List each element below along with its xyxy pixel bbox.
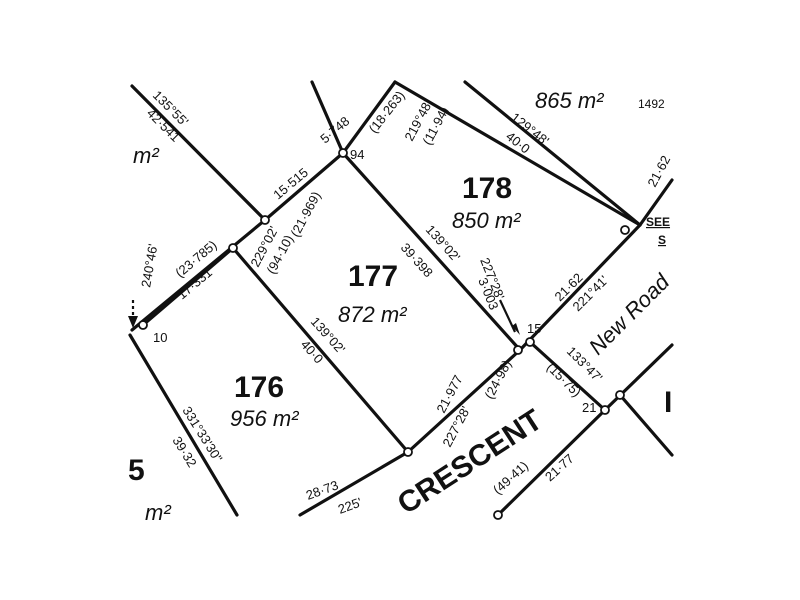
survey-node: [513, 345, 523, 355]
boundary-line: [310, 80, 345, 155]
boundary-line: [618, 393, 674, 457]
lot-area: 872 m²: [338, 302, 407, 327]
boundary-line: [130, 84, 267, 222]
boundary-line: [528, 340, 607, 412]
dimension-label: 240°46': [138, 243, 160, 289]
see-label: SEE: [646, 215, 670, 229]
boundary-line: [518, 223, 642, 352]
boundary-line: [603, 343, 674, 412]
lot-number: 178: [462, 172, 512, 205]
boundary-line: [638, 178, 674, 227]
boundary-line: [298, 450, 410, 517]
survey-node: [493, 510, 503, 520]
dimension-label: 5·748: [317, 113, 352, 146]
dimension-label: 39·32: [169, 434, 199, 470]
boundary-line: [496, 408, 607, 517]
survey-nodes: [138, 148, 630, 520]
dimension-label: 15: [527, 321, 541, 336]
dimension-labels: 135°55' 42·541 5·748 (18·263) 219°48' (1…: [138, 88, 673, 517]
dimension-arrow: [499, 299, 516, 333]
boundary-line: [406, 348, 522, 454]
dimension-label: 94: [350, 147, 364, 162]
partial-lot-letter: I: [664, 386, 672, 419]
boundary-line: [231, 246, 410, 454]
boundary-lines: [128, 80, 674, 517]
survey-node: [403, 447, 413, 457]
boundary-line: [263, 151, 345, 222]
dimension-label: 10: [153, 330, 167, 345]
dimension-label: 21: [582, 400, 596, 415]
lot-number: 177: [348, 260, 398, 293]
survey-node: [620, 225, 630, 235]
dimension-label: 39·398: [398, 240, 436, 280]
survey-node: [228, 243, 238, 253]
partial-area-label: m²: [145, 500, 171, 525]
survey-node: [525, 337, 535, 347]
boundary-line: [130, 218, 267, 332]
lot-area: 850 m²: [452, 208, 521, 233]
boundary-line: [141, 246, 235, 327]
dimension-label: 225': [336, 494, 364, 516]
arrow-head: [512, 323, 520, 335]
boundary-line: [341, 80, 397, 155]
partial-corner-label: 1492: [638, 97, 665, 111]
see-label-2: S: [658, 233, 666, 247]
boundary-line: [393, 80, 642, 227]
survey-node: [615, 390, 625, 400]
survey-node: [260, 215, 270, 225]
lot-area: 956 m²: [230, 406, 299, 431]
boundary-line: [463, 80, 642, 227]
survey-node: [600, 405, 610, 415]
partial-lot-number: 5: [128, 454, 145, 487]
arrow-head: [128, 316, 138, 328]
partial-area-label: m²: [133, 143, 159, 168]
lot-number: 176: [234, 371, 284, 404]
dimension-label: 28·73: [304, 477, 340, 502]
boundary-line: [341, 151, 522, 352]
partial-area-label: 865 m²: [535, 88, 604, 113]
survey-node: [338, 148, 348, 158]
boundary-line: [128, 333, 239, 517]
survey-node: [138, 320, 148, 330]
dimension-label: 40·0: [298, 337, 327, 366]
